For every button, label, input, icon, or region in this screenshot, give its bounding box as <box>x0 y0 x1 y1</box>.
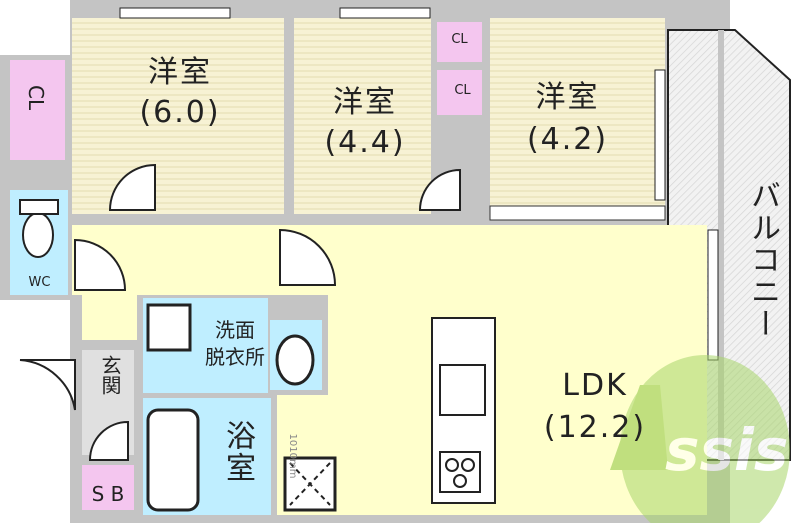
western-room-1 <box>72 18 284 214</box>
bath-label: 浴室 <box>220 420 255 484</box>
door-western-1 <box>108 163 156 211</box>
stove-icon <box>439 451 481 493</box>
balcony-label: バルコニー <box>745 180 780 340</box>
ldk-name: LDK <box>562 368 628 403</box>
svg-text:ssist: ssist <box>665 416 800 484</box>
door-shoe <box>88 420 129 461</box>
door-western-2 <box>418 168 461 211</box>
ldk-size: (12.2) <box>543 410 647 445</box>
dimension-note: 1010mm <box>287 433 298 479</box>
closet-top <box>437 22 482 62</box>
western-room-3-name: 洋室 <box>535 80 600 115</box>
sink-icon <box>275 334 315 386</box>
western-room-1-size: (6.0) <box>139 95 221 130</box>
western-room-1-name: 洋室 <box>148 55 212 90</box>
western-room-2-size: (4.4) <box>324 125 406 160</box>
door-ldk <box>279 228 337 286</box>
western-room-3 <box>490 18 665 214</box>
closet-left <box>10 60 65 160</box>
bathtub-icon <box>146 408 200 512</box>
western-room-2 <box>294 18 431 214</box>
western-room-2-name: 洋室 <box>333 85 397 120</box>
closet-mid-label: CL <box>454 83 471 98</box>
shoe-box <box>82 465 134 510</box>
western-room-3-size: (4.2) <box>526 122 609 157</box>
washing-machine-space <box>146 303 192 352</box>
washroom-label-line1: 洗面 <box>215 318 255 342</box>
kitchen-sink-icon <box>439 364 486 416</box>
entrance-label: 玄関 <box>98 355 122 395</box>
toilet-icon <box>22 212 54 258</box>
closet-left-label: CL <box>24 85 48 111</box>
assist-watermark-logo: ssist <box>610 355 800 523</box>
closet-mid <box>437 70 482 115</box>
shoe-box-label: S B <box>91 482 125 506</box>
wc-label: WC <box>28 275 51 290</box>
door-wc <box>74 238 127 291</box>
washroom-label-line2: 脱衣所 <box>205 345 265 369</box>
closet-top-label: CL <box>451 32 468 47</box>
